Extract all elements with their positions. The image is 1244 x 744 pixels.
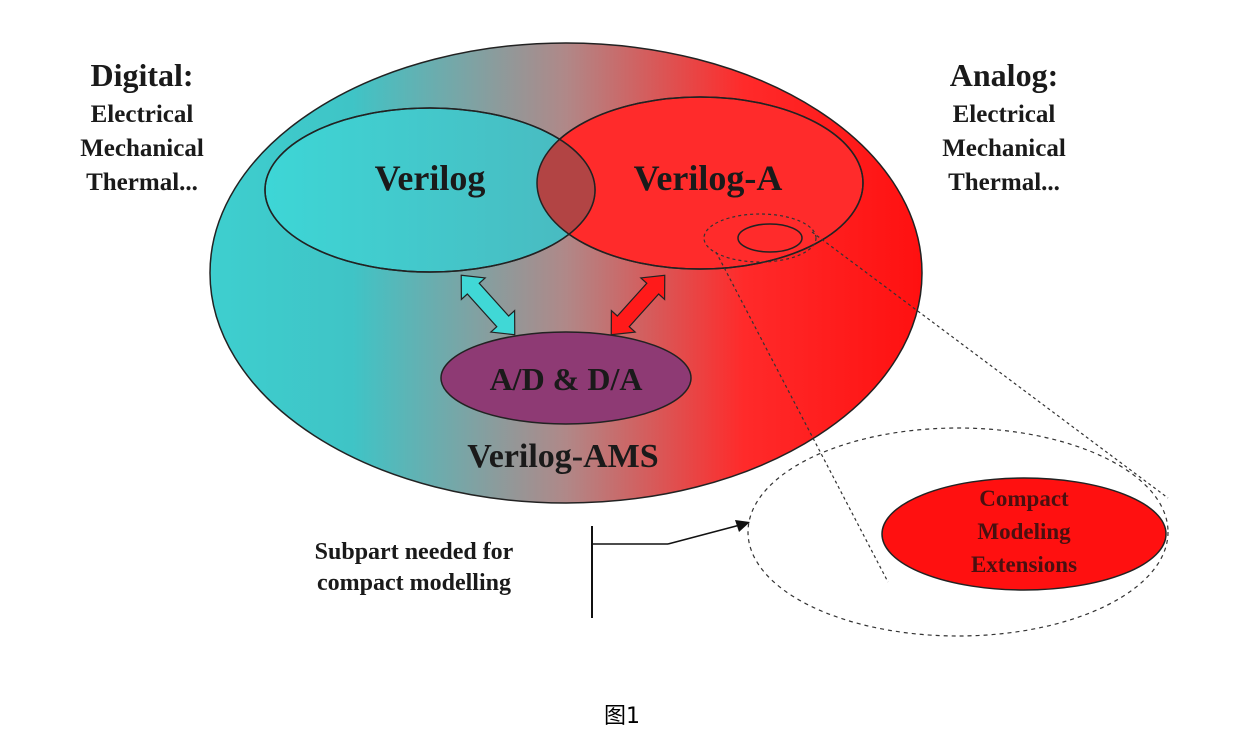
zoom-line-upper	[811, 231, 1169, 499]
verilog-ams-ellipse	[209, 42, 923, 504]
digital-title: Digital:	[90, 57, 193, 93]
ad-da-ellipse	[440, 331, 692, 425]
compact-subpart-ellipse	[737, 223, 803, 253]
verilog-label: Verilog	[375, 158, 486, 198]
analog-line-2: Mechanical	[942, 135, 1066, 162]
zoom-dashed-ellipse	[747, 427, 1169, 637]
verilog-a-label: Verilog-A	[634, 158, 783, 198]
subpart-line-2: compact modelling	[317, 570, 511, 596]
compact-line-3: Extensions	[971, 552, 1077, 577]
digital-line-1: Electrical	[91, 101, 194, 128]
callout-arrow-line	[667, 524, 741, 545]
callout-arrowhead	[735, 520, 750, 532]
compact-line-1: Compact	[979, 486, 1069, 511]
digital-line-3: Thermal...	[86, 169, 198, 196]
ad-da-label: A/D & D/A	[490, 361, 643, 397]
figure-caption: 图1	[604, 704, 640, 729]
subpart-line-1: Subpart needed for	[315, 539, 514, 565]
verilog-ams-label: Verilog-AMS	[467, 438, 658, 475]
digital-double-arrow	[460, 274, 516, 336]
analog-double-arrow	[610, 274, 666, 336]
analog-line-1: Electrical	[953, 101, 1056, 128]
analog-line-3: Thermal...	[948, 169, 1060, 196]
compact-line-2: Modeling	[977, 519, 1071, 544]
compact-modeling-ellipse	[881, 477, 1167, 591]
compact-subpart-dotted-outline	[703, 213, 817, 263]
digital-line-2: Mechanical	[80, 135, 204, 162]
analog-title: Analog:	[950, 57, 1058, 93]
zoom-line-lower	[715, 251, 889, 583]
